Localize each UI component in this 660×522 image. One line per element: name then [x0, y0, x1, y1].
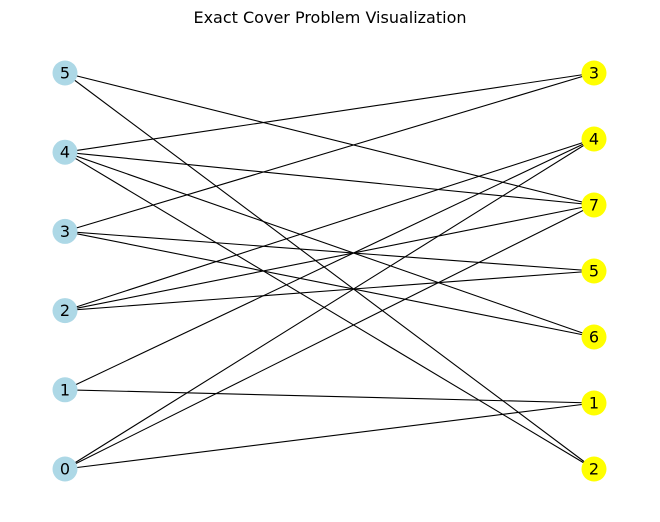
- node-layer: 5 4 3 2 1 0 3 4 7 5 6 1 2: [52, 60, 607, 482]
- edge-0-1: [64, 402, 595, 470]
- right-node-circle: [581, 60, 607, 86]
- edge-3-3: [64, 72, 595, 232]
- right-node-2: 2: [581, 456, 607, 482]
- edge-4-2: [64, 151, 595, 470]
- left-node-5: 5: [52, 60, 78, 86]
- left-node-circle: [52, 377, 78, 403]
- left-node-3: 3: [52, 218, 78, 244]
- edge-2-7: [64, 204, 595, 312]
- right-node-circle: [581, 390, 607, 416]
- edge-3-6: [64, 230, 595, 338]
- edge-1-1: [64, 389, 595, 404]
- right-node-circle: [581, 126, 607, 152]
- right-node-label: 2: [589, 460, 599, 479]
- right-node-circle: [581, 192, 607, 218]
- edge-4-6: [64, 151, 595, 338]
- diagram-title: Exact Cover Problem Visualization: [193, 8, 467, 27]
- edge-2-5: [64, 270, 595, 312]
- right-node-4: 4: [581, 126, 607, 152]
- edge-5-2: [64, 72, 595, 470]
- left-node-2: 2: [52, 298, 78, 324]
- right-node-label: 4: [589, 130, 599, 149]
- left-node-0: 0: [52, 456, 78, 482]
- edge-1-4: [64, 138, 595, 391]
- left-node-label: 5: [60, 64, 70, 83]
- left-node-circle: [52, 456, 78, 482]
- right-node-circle: [581, 258, 607, 284]
- right-node-label: 3: [589, 64, 599, 83]
- edge-0-7: [64, 204, 595, 470]
- right-node-label: 1: [589, 394, 599, 413]
- right-node-circle: [581, 324, 607, 350]
- left-node-circle: [52, 139, 78, 165]
- right-node-1: 1: [581, 390, 607, 416]
- edge-0-4: [64, 138, 595, 470]
- right-node-circle: [581, 456, 607, 482]
- edge-4-3: [64, 72, 595, 153]
- left-node-label: 3: [60, 222, 70, 241]
- left-node-1: 1: [52, 377, 78, 403]
- left-node-circle: [52, 60, 78, 86]
- right-node-label: 7: [589, 196, 599, 215]
- left-node-label: 4: [60, 143, 70, 162]
- right-node-label: 5: [589, 262, 599, 281]
- edge-5-7: [64, 72, 595, 206]
- right-node-label: 6: [589, 328, 599, 347]
- edge-4-7: [64, 151, 595, 206]
- left-node-circle: [52, 218, 78, 244]
- left-node-4: 4: [52, 139, 78, 165]
- right-node-3: 3: [581, 60, 607, 86]
- left-node-circle: [52, 298, 78, 324]
- right-node-6: 6: [581, 324, 607, 350]
- right-node-7: 7: [581, 192, 607, 218]
- right-node-5: 5: [581, 258, 607, 284]
- edge-3-5: [64, 230, 595, 272]
- edge-layer: [64, 72, 595, 470]
- left-node-label: 1: [60, 380, 70, 399]
- edge-2-4: [64, 138, 595, 312]
- left-node-label: 0: [60, 460, 70, 479]
- left-node-label: 2: [60, 301, 70, 320]
